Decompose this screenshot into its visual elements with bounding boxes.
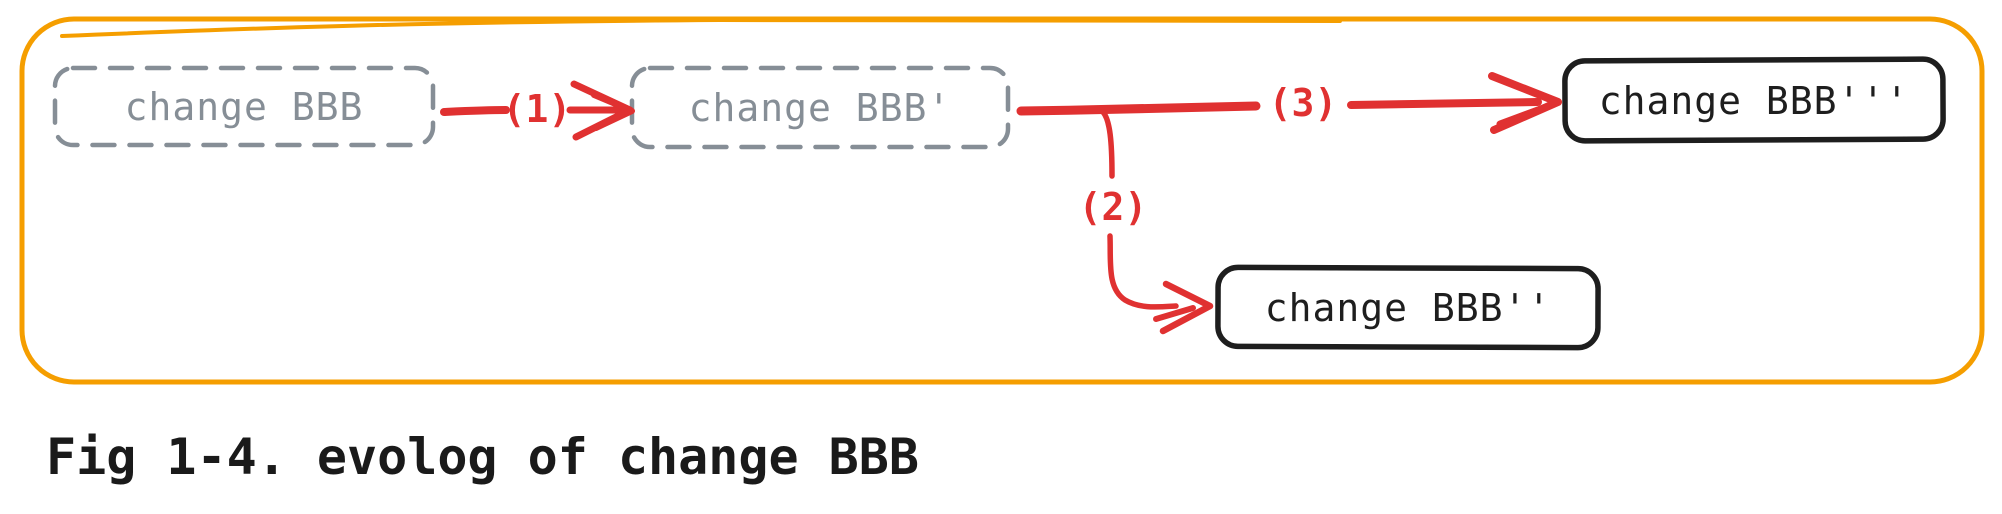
node-change-bbb-triple-prime: change BBB''' <box>1562 56 1946 144</box>
edge-1-arrow: (1) <box>440 80 635 141</box>
node-change-bbb-label: change BBB <box>125 85 364 129</box>
node-change-bbb-double-prime: change BBB'' <box>1215 264 1601 351</box>
node-change-bbb-triple-prime-border <box>1562 56 1946 144</box>
edge-2-arrowhead-double-stroke <box>1153 305 1196 322</box>
frame-sketch-stroke <box>60 17 1342 38</box>
edge-3-segment-right <box>1347 98 1542 109</box>
edge-3-arrow: (3) <box>1016 72 1562 134</box>
edge-1-arrowhead-double-stroke <box>591 92 635 131</box>
node-change-bbb: change BBB <box>52 65 436 148</box>
node-change-bbb-border <box>52 65 436 148</box>
edge-2-segment-lower <box>1107 233 1179 310</box>
edge-2-arrow: (2) <box>1079 109 1214 335</box>
edge-2-label: (2) <box>1079 185 1148 229</box>
node-change-bbb-double-prime-label: change BBB'' <box>1265 286 1552 330</box>
edge-1-tail-segment <box>440 106 510 116</box>
node-change-bbb-double-prime-border <box>1215 264 1601 351</box>
node-change-bbb-prime: change BBB' <box>629 65 1011 150</box>
edge-2-arrowhead-icon <box>1159 280 1214 335</box>
edge-3-arrowhead-double-stroke <box>1496 103 1550 128</box>
edge-1-label: (1) <box>503 87 572 131</box>
edge-2-segment-upper <box>1100 109 1115 179</box>
diagram-frame <box>19 16 1985 385</box>
edge-3-label: (3) <box>1269 81 1338 125</box>
figure-caption: Fig 1-4. evolog of change BBB <box>46 428 919 486</box>
node-change-bbb-triple-prime-label: change BBB''' <box>1599 79 1909 123</box>
node-change-bbb-prime-label: change BBB' <box>689 86 952 130</box>
edge-3-segment-left <box>1016 101 1261 116</box>
